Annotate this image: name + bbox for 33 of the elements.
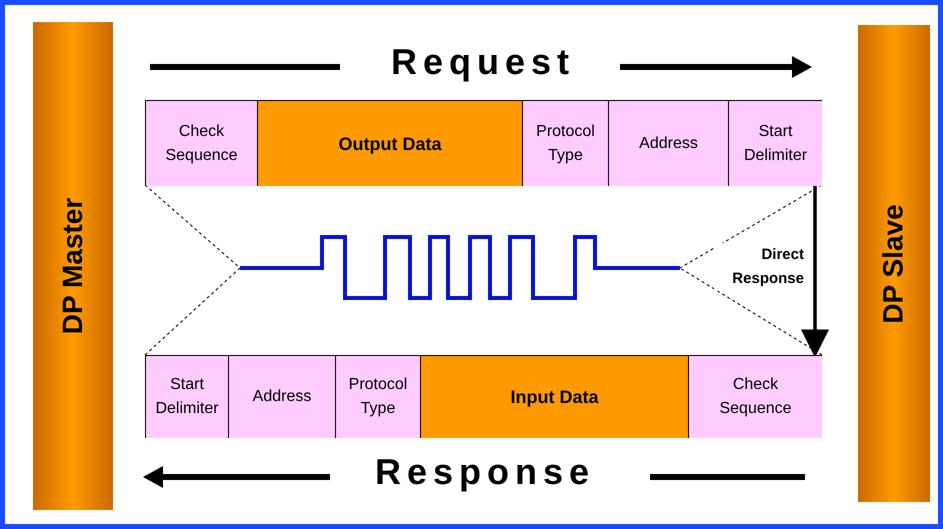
device-label: DP Slave: [877, 204, 910, 324]
frame-field: [522, 101, 608, 186]
device-bar: [858, 25, 930, 502]
direction-label: Request: [390, 40, 576, 84]
field-label: Address: [638, 134, 699, 154]
telegram-frame: [145, 100, 822, 185]
signal-waveform-icon: [240, 235, 680, 301]
field-label: Check Sequence: [718, 375, 793, 419]
field-label: Output Data: [338, 132, 443, 156]
field-label: Protocol Type: [348, 375, 408, 419]
guide-line: [144, 268, 240, 356]
field-label: Check Sequence: [164, 122, 239, 166]
telegram-frame: [145, 355, 822, 437]
guide-line: [680, 268, 822, 356]
frame-field: [688, 356, 822, 438]
direction-label: Response: [374, 450, 596, 494]
arrow: [801, 186, 829, 358]
edge-label: Direct Response: [714, 243, 804, 291]
data-field: [420, 356, 688, 438]
device-bar: [33, 22, 113, 510]
data-field: [257, 101, 522, 186]
field-label: Input Data: [510, 386, 600, 409]
guide-line: [144, 184, 240, 268]
frame-field: [335, 356, 420, 438]
field-label: Address: [252, 387, 312, 407]
field-label: Start Delimiter: [154, 375, 220, 419]
frame-field: [728, 101, 822, 186]
frame-field: [228, 356, 335, 438]
guide-line: [680, 184, 822, 268]
field-label: Protocol Type: [535, 122, 596, 166]
frame-field: [608, 101, 728, 186]
device-label: DP Master: [56, 198, 89, 334]
field-label: Start Delimiter: [742, 122, 808, 166]
